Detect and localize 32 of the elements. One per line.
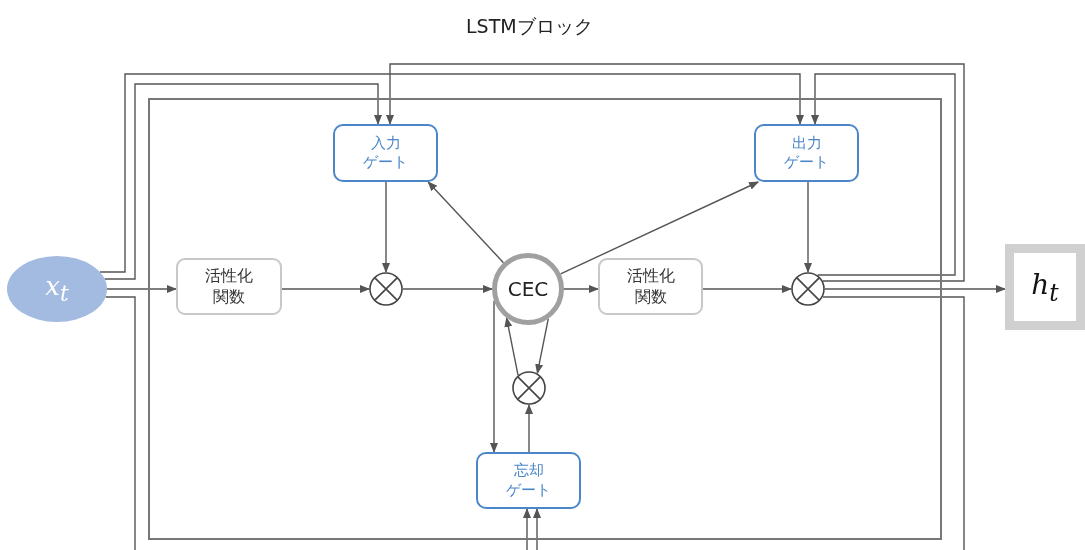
arrow xyxy=(386,63,965,282)
arrow xyxy=(824,285,1006,293)
input-ellipse: x$_{t}$ xyxy=(7,256,107,322)
arrow xyxy=(402,285,493,293)
arrow xyxy=(559,181,760,275)
function-box: 活性化関数 xyxy=(598,258,703,315)
arrow xyxy=(504,316,519,376)
arrow xyxy=(490,300,498,453)
arrow xyxy=(382,181,390,273)
arrow xyxy=(99,73,804,273)
arrow xyxy=(281,285,370,293)
arrow xyxy=(804,181,812,273)
function-box: 活性化関数 xyxy=(176,258,282,315)
arrow xyxy=(535,318,549,375)
multiply-circle xyxy=(512,371,546,405)
arrow xyxy=(427,181,505,264)
gate-box: 忘却ゲート xyxy=(476,452,581,509)
block-title: LSTMブロック xyxy=(466,14,593,39)
multiply-circle xyxy=(791,272,825,306)
gate-box: 入力ゲート xyxy=(333,124,438,182)
arrow xyxy=(563,285,599,293)
arrow xyxy=(103,83,382,280)
output-box: h$_{t}$ xyxy=(1005,244,1085,330)
cec-circle: CEC xyxy=(492,253,564,325)
arrow xyxy=(702,285,792,293)
multiply-circle xyxy=(369,272,403,306)
arrow xyxy=(104,296,531,550)
arrow xyxy=(525,404,533,453)
arrow xyxy=(533,296,965,550)
arrow xyxy=(106,285,177,293)
arrow xyxy=(811,73,956,276)
gate-box: 出力ゲート xyxy=(754,124,859,182)
